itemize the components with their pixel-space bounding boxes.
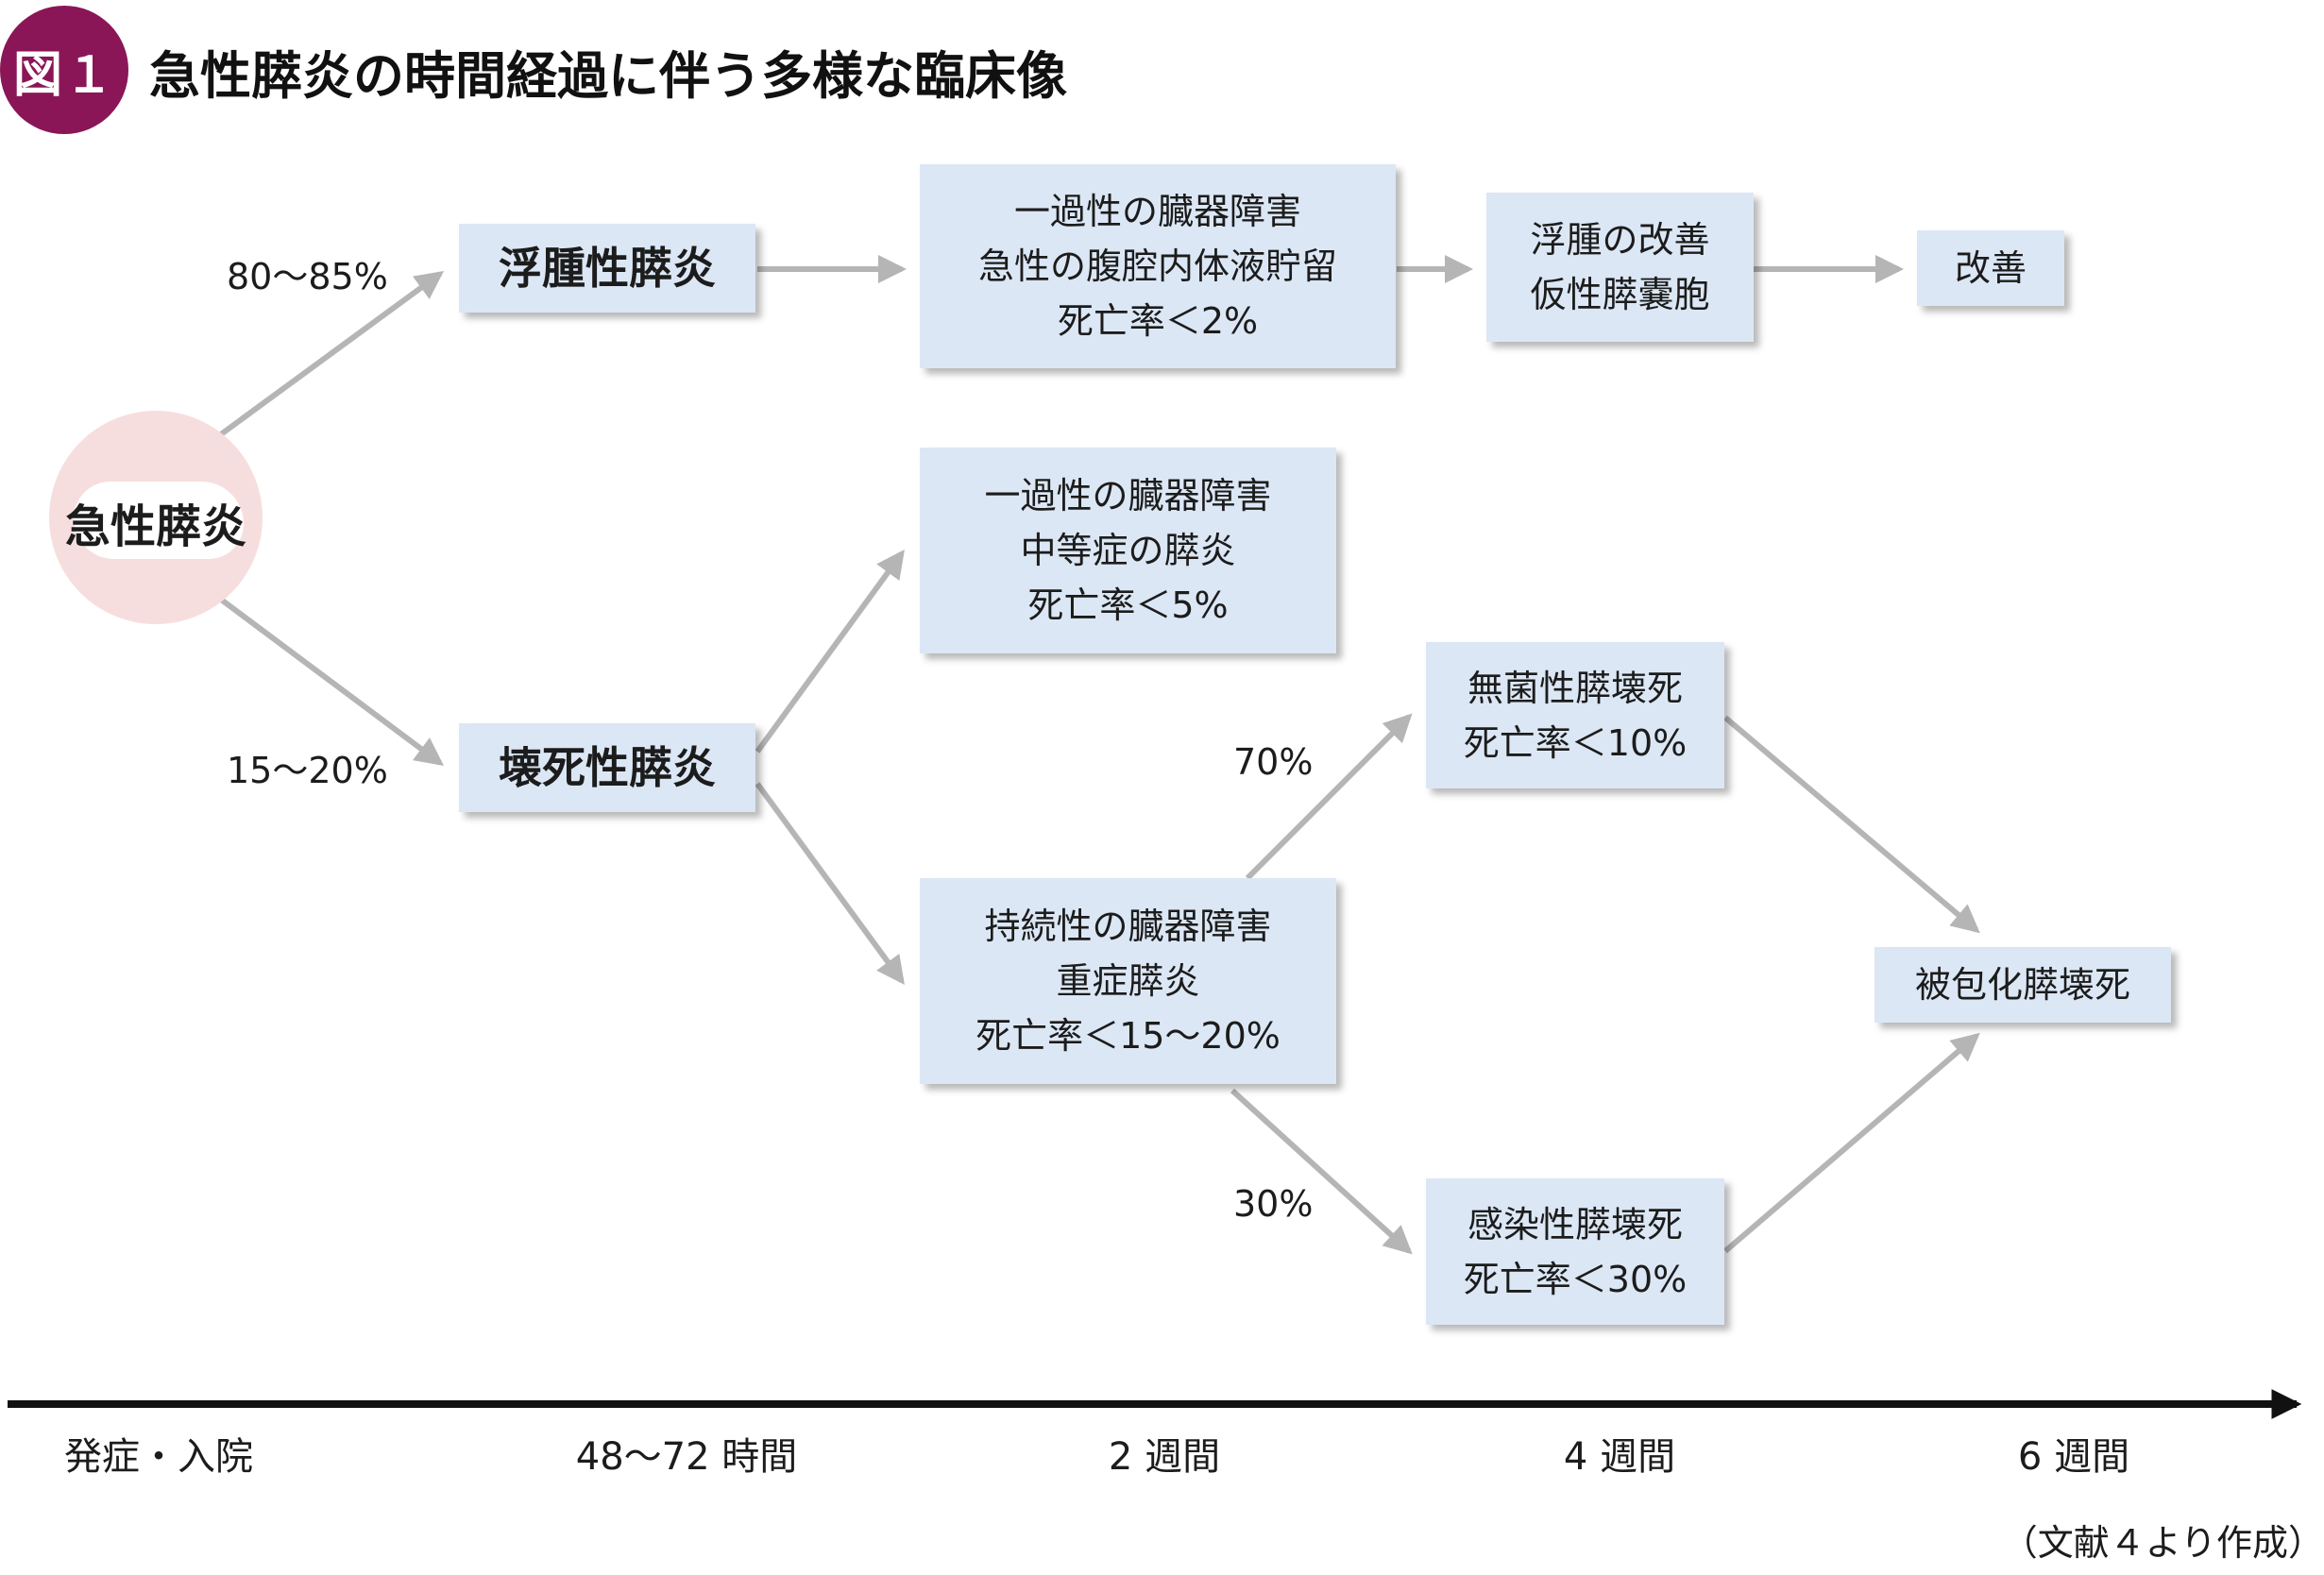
node-line: 死亡率＜5%: [1027, 584, 1229, 626]
start-label: 急性膵炎: [64, 500, 246, 553]
timeline-tick-6w: 6 週間: [2017, 1435, 2130, 1479]
timeline-tick-onset: 発症・入院: [64, 1435, 253, 1479]
start-circle-highlight: [74, 482, 244, 559]
node-infected-necrosis: 感染性膵壊死 死亡率＜30%: [1426, 1178, 1724, 1325]
node-edema-improvement: 浮腫の改善 仮性膵嚢胞: [1486, 193, 1754, 342]
node-line: 一過性の臓器障害: [1013, 191, 1301, 232]
arrow-necrotizing-to-transient-moderate: [755, 549, 905, 754]
node-improvement: 改善: [1917, 230, 2064, 306]
arrow-sterile-to-walled-off: [1723, 715, 1980, 934]
arrow-infected-to-walled-off: [1723, 1032, 1980, 1254]
node-line: 浮腫の改善: [1530, 219, 1710, 261]
node-line: 一過性の臓器障害: [984, 475, 1272, 517]
node-line: 死亡率＜30%: [1463, 1258, 1688, 1300]
node-necrotizing-pancreatitis: 壊死性膵炎: [459, 723, 755, 812]
node-line: 仮性膵嚢胞: [1530, 274, 1710, 315]
timeline-tick-4w: 4 週間: [1563, 1435, 1676, 1479]
node-label: 被包化膵壊死: [1914, 964, 2130, 1006]
node-line: 無菌性膵壊死: [1467, 667, 1683, 709]
node-line: 死亡率＜2%: [1057, 300, 1259, 342]
node-line: 中等症の膵炎: [1020, 530, 1236, 571]
node-line: 死亡率＜15〜20%: [975, 1015, 1281, 1057]
necrotizing-percentage: 15〜20%: [227, 750, 388, 791]
node-label: 改善: [1954, 247, 2027, 289]
figure-header: 図１ 急性膵炎の時間経過に伴う多様な臨床像: [0, 0, 2324, 142]
node-transient-organ-failure-moderate: 一過性の臓器障害 中等症の膵炎 死亡率＜5%: [920, 448, 1336, 653]
arrow-persistent-to-sterile: [1245, 713, 1413, 881]
source-citation: （文献４より作成）: [2001, 1522, 2324, 1564]
node-line: 急性の腹腔内体液貯留: [977, 246, 1337, 287]
node-persistent-organ-failure-severe: 持続性の臓器障害 重症膵炎 死亡率＜15〜20%: [920, 878, 1336, 1084]
timeline-tick-48-72h: 48〜72 時間: [575, 1435, 798, 1479]
node-line: 重症膵炎: [1056, 960, 1200, 1002]
timeline-tick-2w: 2 週間: [1108, 1435, 1221, 1479]
node-transient-organ-failure-mild: 一過性の臓器障害 急性の腹腔内体液貯留 死亡率＜2%: [920, 164, 1396, 368]
sterile-percentage: 70%: [1233, 741, 1314, 783]
node-line: 死亡率＜10%: [1463, 721, 1688, 764]
arrow-persistent-to-infected: [1230, 1088, 1413, 1255]
figure-badge: 図１: [0, 6, 128, 134]
node-line: 持続性の臓器障害: [984, 906, 1272, 947]
arrow-necrotizing-to-persistent-severe: [755, 782, 905, 986]
edematous-percentage: 80〜85%: [227, 256, 388, 297]
node-sterile-necrosis: 無菌性膵壊死 死亡率＜10%: [1426, 642, 1724, 788]
node-label: 壊死性膵炎: [499, 742, 716, 793]
figure-title: 急性膵炎の時間経過に伴う多様な臨床像: [149, 46, 1067, 106]
node-label: 浮腫性膵炎: [499, 243, 716, 294]
infected-percentage: 30%: [1233, 1183, 1314, 1225]
node-line: 感染性膵壊死: [1467, 1203, 1683, 1245]
node-edematous-pancreatitis: 浮腫性膵炎: [459, 224, 755, 313]
node-walled-off-necrosis: 被包化膵壊死: [1874, 947, 2171, 1023]
